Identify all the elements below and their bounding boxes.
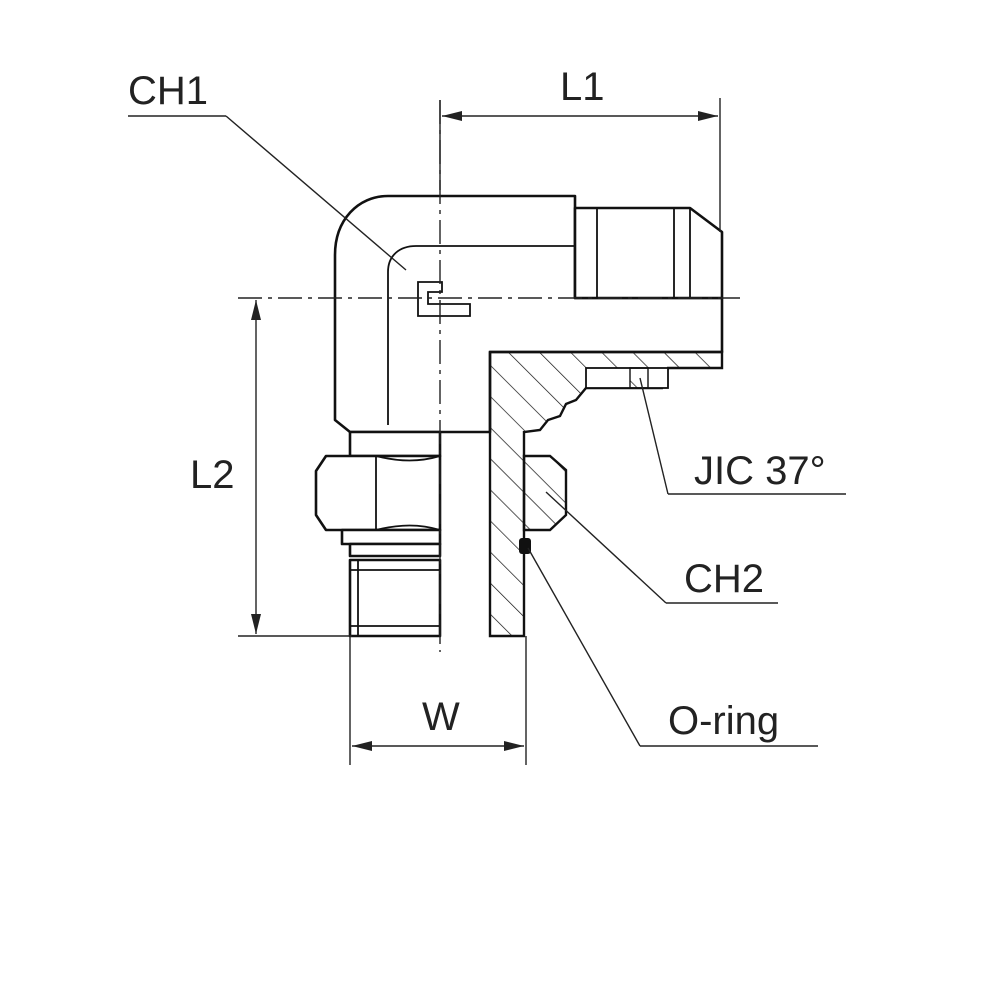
leader-ch1 — [128, 115, 407, 271]
label-ch1: CH1 — [128, 69, 208, 113]
label-l1: L1 — [560, 65, 605, 109]
elbow-body — [333, 194, 724, 434]
centerlines — [238, 100, 740, 652]
leader-o-ring — [527, 547, 818, 747]
o-ring — [519, 538, 531, 554]
section-view — [488, 350, 724, 638]
dimension-l1 — [439, 98, 721, 232]
label-jic-37: JIC 37° — [694, 449, 826, 493]
label-ch2: CH2 — [684, 557, 764, 601]
label-w: W — [422, 695, 460, 739]
port-thread-stud — [348, 558, 442, 638]
leader-ch2 — [545, 491, 778, 604]
dimension-w — [349, 636, 527, 765]
hex-locknut — [314, 430, 568, 558]
dimension-l2 — [238, 300, 352, 637]
label-l2: L2 — [190, 453, 235, 497]
label-o-ring: O-ring — [668, 699, 779, 743]
center-marker — [417, 281, 471, 317]
leader-jic — [639, 377, 846, 495]
jic-thread-end — [573, 206, 724, 300]
